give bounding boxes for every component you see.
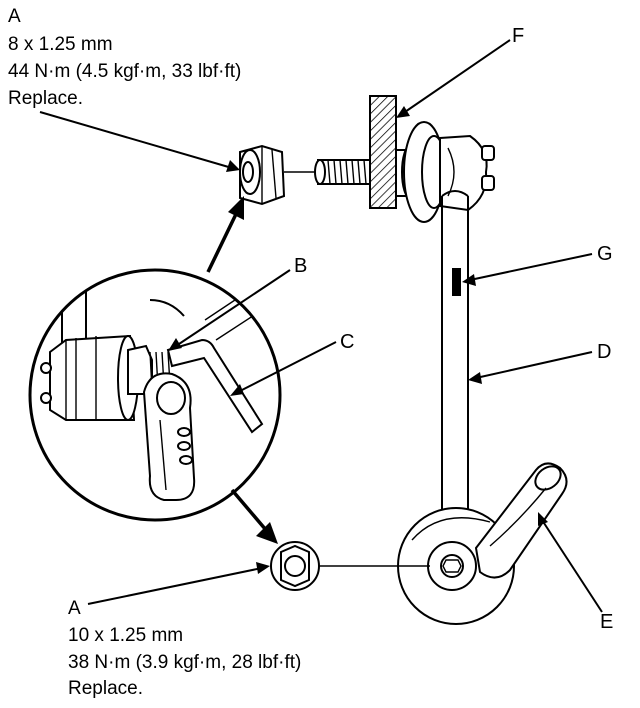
upper-flange-nut: [239, 144, 286, 206]
label-a-bottom-torque: 38 N·m (3.9 kgf·m, 28 lbf·ft): [68, 652, 301, 673]
label-a-top-note: Replace.: [8, 88, 83, 109]
detail-arrow-top: [206, 196, 244, 273]
label-g: G: [597, 243, 613, 265]
label-c: C: [340, 331, 354, 353]
detail-arrow-bottom: [230, 488, 278, 544]
leader-g: [462, 253, 593, 286]
leader-f: [396, 39, 511, 118]
label-e: E: [600, 611, 613, 633]
label-top-nut: A 8 x 1.25 mm 44 N·m (4.5 kgf·m, 33 lbf·…: [8, 6, 241, 109]
label-bottom-nut: A 10 x 1.25 mm 38 N·m (3.9 kgf·m, 28 lbf…: [68, 598, 301, 699]
leader-a-top: [39, 111, 240, 172]
leader-e: [538, 512, 603, 613]
label-f: F: [512, 25, 524, 47]
upper-link-head: [395, 121, 495, 223]
stabilizer-arm: [474, 462, 568, 579]
upper-stud: [314, 159, 371, 185]
label-a-top-size: 8 x 1.25 mm: [8, 34, 113, 55]
label-a-bottom-size: 10 x 1.25 mm: [68, 625, 183, 646]
stabilizer-link-rod: [441, 190, 469, 512]
label-a-bottom-letter: A: [68, 598, 81, 619]
label-a-top-torque: 44 N·m (4.5 kgf·m, 33 lbf·ft): [8, 61, 241, 82]
leader-b: [168, 269, 291, 351]
label-a-top-letter: A: [8, 6, 21, 27]
detail-circle: [28, 268, 282, 522]
leader-d: [468, 351, 593, 384]
leader-c: [230, 341, 337, 396]
label-b: B: [294, 255, 307, 277]
leader-a-bottom: [87, 562, 270, 605]
paint-mark: [452, 268, 461, 296]
lower-flange-nut: [270, 541, 320, 591]
label-d: D: [597, 341, 611, 363]
label-a-bottom-note: Replace.: [68, 678, 143, 699]
stabilizer-bracket: [369, 95, 397, 209]
